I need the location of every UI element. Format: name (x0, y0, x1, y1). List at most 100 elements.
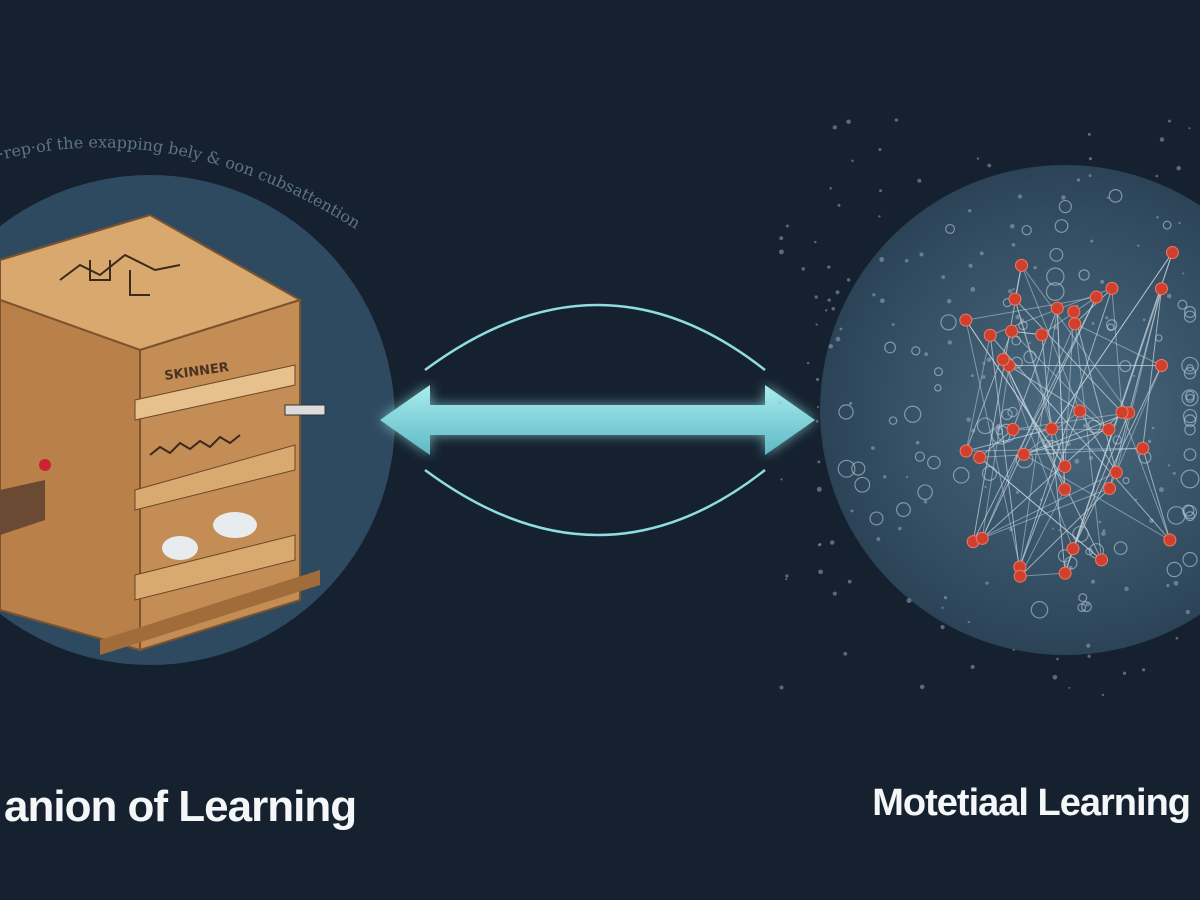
network-edge (1002, 359, 1103, 561)
network-edge (1041, 334, 1066, 574)
dust-dot (1011, 243, 1016, 247)
circuit-node (838, 404, 854, 420)
dust-dot (832, 125, 837, 130)
dust-dot (876, 537, 881, 541)
network-edge (972, 487, 1110, 543)
dust-dot (806, 361, 810, 365)
network-node (959, 313, 973, 327)
circuit-node (884, 341, 897, 354)
network-node (1066, 542, 1080, 556)
dust-dot (1133, 374, 1136, 378)
circuit-node (854, 476, 871, 493)
circuit-node (1183, 366, 1197, 380)
dust-dot (905, 475, 909, 479)
network-edge (972, 296, 1097, 542)
dust-dot (851, 159, 854, 163)
network-node (1105, 281, 1119, 295)
network-edge (1014, 298, 1066, 467)
dust-dot (1058, 529, 1061, 532)
circuit-node (1184, 511, 1196, 522)
dust-dot (984, 485, 987, 489)
network-edge (981, 296, 1097, 539)
dust-dot (1074, 458, 1080, 464)
dust-dot (846, 278, 851, 282)
circuit-node (1113, 541, 1128, 556)
network-edge (1111, 288, 1123, 413)
network-edge (1074, 288, 1113, 325)
network-edge (1051, 252, 1173, 430)
dust-dot (839, 327, 843, 331)
network-edge (1019, 489, 1066, 577)
circuit-node (911, 346, 921, 356)
dust-dot (790, 429, 794, 433)
circuit-node (869, 511, 884, 526)
dust-dot (924, 352, 929, 357)
dust-dot (987, 163, 992, 168)
dust-dot (1166, 293, 1172, 299)
circuit-node (1112, 435, 1122, 445)
circuit-node (945, 223, 956, 234)
dust-dot (970, 664, 975, 670)
arc-arrow-top (424, 303, 766, 372)
network-edge (989, 335, 1021, 577)
dust-dot (1091, 322, 1095, 325)
network-edge (1073, 311, 1103, 560)
circuit-node (1049, 247, 1064, 262)
dust-dot (1172, 471, 1176, 475)
network-edge (972, 471, 1117, 543)
arc-arrow-bottom (424, 468, 766, 537)
dust-dot (967, 620, 970, 624)
network-edge (1020, 572, 1066, 577)
dust-dot (816, 405, 820, 409)
dust-dot (915, 440, 920, 445)
dust-dot (1188, 127, 1191, 130)
dust-dot (817, 460, 821, 464)
dust-dot (946, 298, 952, 304)
network-node (1058, 482, 1072, 496)
dust-dot (1052, 674, 1058, 680)
network-node (1005, 324, 1019, 338)
circuit-node (917, 484, 933, 500)
dust-dot (1151, 426, 1155, 430)
dust-dot (1087, 654, 1091, 658)
dust-dot (1082, 424, 1087, 428)
dust-dot (1176, 165, 1181, 171)
dust-dot (1007, 289, 1013, 294)
network-edge (965, 319, 1066, 467)
dust-dot (827, 298, 831, 302)
network-node (1068, 317, 1082, 331)
network-node (1015, 258, 1029, 272)
network-edge (1019, 410, 1081, 568)
dust-dot (837, 203, 841, 207)
circuit-node (1054, 219, 1069, 233)
dust-dot (1142, 668, 1146, 672)
circuit-node (1181, 389, 1199, 407)
dust-dot (815, 377, 820, 382)
dust-dot (872, 293, 876, 297)
dust-dot (829, 186, 832, 190)
dust-dot (1090, 239, 1094, 243)
circuit-node (904, 405, 922, 423)
dust-dot (814, 295, 818, 299)
double-arrow-icon (380, 385, 815, 455)
network-node (1035, 328, 1049, 342)
circuit-node (1046, 267, 1065, 286)
dust-dot (814, 240, 817, 244)
dust-dot (1135, 498, 1138, 501)
network-node (1073, 404, 1087, 418)
dust-dot (919, 684, 925, 690)
dust-dot (940, 625, 945, 630)
network-node (1013, 569, 1027, 583)
dust-dot (1088, 157, 1093, 161)
neural-network-illustration (778, 118, 1200, 697)
circuit-node (1007, 406, 1018, 418)
dust-dot (1142, 318, 1146, 322)
dust-dot (981, 375, 986, 379)
dust-dot (816, 486, 822, 492)
dust-dot (1168, 119, 1171, 123)
dust-dot (825, 309, 828, 312)
circuit-node (1180, 469, 1200, 489)
network-node (1155, 358, 1169, 372)
dust-dot (828, 344, 834, 349)
circuit-node (1078, 269, 1090, 281)
